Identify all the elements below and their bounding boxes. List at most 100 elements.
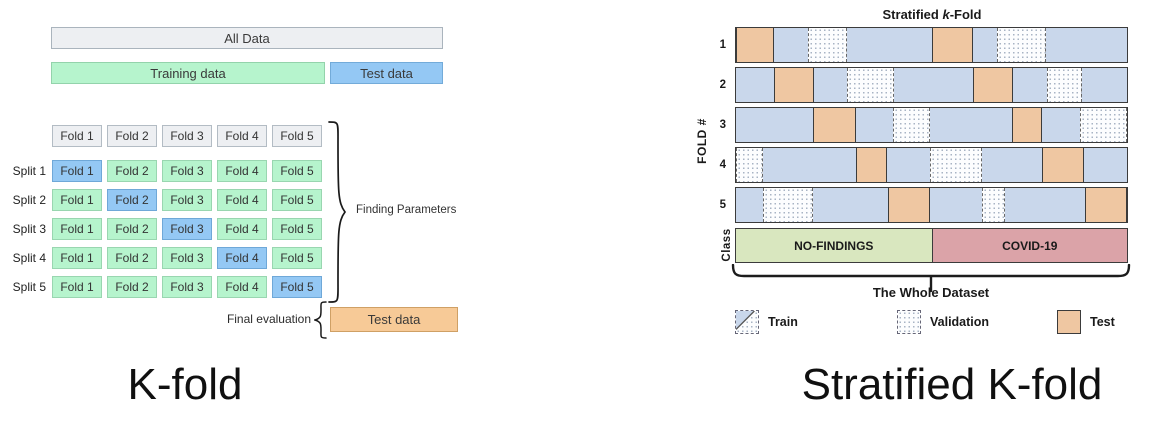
validation-segment: [996, 28, 1047, 62]
fold-box-gray: Fold 2: [107, 125, 157, 147]
train-segment: [1046, 28, 1127, 62]
fold-box-green: Fold 1: [52, 247, 102, 269]
fold-box-green: Fold 1: [52, 218, 102, 240]
fold-box-blue: Fold 5: [272, 276, 322, 298]
test-segment: [736, 28, 774, 62]
fold-box-blue: Fold 1: [52, 160, 102, 182]
test-data-bar: Test data: [330, 62, 443, 84]
fold-box-gray: Fold 1: [52, 125, 102, 147]
train-segment: [736, 188, 763, 222]
training-data-bar: Training data: [51, 62, 325, 84]
fold-box-green: Fold 5: [272, 247, 322, 269]
validation-segment: [736, 148, 763, 182]
fold-box-blue: Fold 3: [162, 218, 212, 240]
train-segment: [812, 188, 889, 222]
train-segment: [1083, 148, 1127, 182]
fold-number-label: 3: [719, 119, 726, 131]
stratified-fold-bar: [735, 107, 1128, 143]
fold-box-green: Fold 3: [162, 160, 212, 182]
train-segment: [929, 188, 982, 222]
train-segment: [981, 148, 1043, 182]
final-test-data-box: Test data: [330, 307, 458, 332]
fold-box-green: Fold 5: [272, 160, 322, 182]
fold-box-blue: Fold 2: [107, 189, 157, 211]
train-segment: [1081, 68, 1127, 102]
class-segment: NO-FINDINGS: [736, 229, 932, 262]
whole-dataset-label: The Whole Dataset: [872, 285, 990, 300]
final-evaluation-brace: [314, 301, 327, 339]
fold-box-green: Fold 3: [162, 189, 212, 211]
fold-box-green: Fold 4: [217, 218, 267, 240]
fold-number-label: 5: [719, 199, 726, 211]
validation-segment: [1080, 108, 1127, 142]
finding-parameters-label: Finding Parameters: [356, 204, 457, 216]
test-swatch-icon: [1057, 310, 1081, 334]
stratified-title-suffix: -Fold: [949, 7, 982, 22]
stratified-caption: Stratified K-fold: [801, 360, 1103, 409]
test-segment: [1042, 148, 1084, 182]
fold-box-gray: Fold 4: [217, 125, 267, 147]
stratified-title-k: k: [942, 7, 950, 22]
final-evaluation-label: Final evaluation: [226, 312, 311, 326]
fold-box-green: Fold 4: [217, 276, 267, 298]
validation-segment: [929, 148, 982, 182]
fold-box-green: Fold 2: [107, 276, 157, 298]
training-data-label: Training data: [150, 65, 226, 81]
stratified-fold-bar: [735, 27, 1128, 63]
fold-box-green: Fold 3: [162, 276, 212, 298]
validation-segment: [1047, 68, 1082, 102]
class-axis-label: Class: [721, 228, 733, 262]
fold-box-green: Fold 1: [52, 276, 102, 298]
final-test-data-label: Test data: [367, 312, 421, 327]
test-segment: [931, 28, 973, 62]
class-segment: COVID-19: [931, 229, 1127, 262]
test-segment: [813, 108, 857, 142]
all-data-label: All Data: [224, 30, 270, 46]
train-segment: [1041, 108, 1081, 142]
validation-segment: [846, 68, 894, 102]
train-segment: [847, 28, 932, 62]
legend-label: Train: [768, 315, 798, 329]
validation-segment: [762, 188, 813, 222]
fold-box-green: Fold 5: [272, 189, 322, 211]
train-segment: [736, 108, 814, 142]
train-segment: [1013, 68, 1048, 102]
train-segment: [736, 68, 774, 102]
validation-segment: [892, 108, 930, 142]
train-swatch-icon: [735, 310, 759, 334]
test-segment: [888, 188, 930, 222]
test-data-label: Test data: [360, 65, 413, 81]
legend-label: Test: [1090, 315, 1115, 329]
train-segment: [887, 148, 930, 182]
kfold-caption: K-fold: [127, 360, 243, 409]
validation-swatch-icon: [897, 310, 921, 334]
test-segment: [855, 148, 888, 182]
test-segment: [973, 68, 1014, 102]
fold-box-green: Fold 1: [52, 189, 102, 211]
fold-box-green: Fold 2: [107, 247, 157, 269]
test-segment: [1085, 188, 1127, 222]
validation-segment: [981, 188, 1005, 222]
train-segment: [1004, 188, 1086, 222]
train-segment: [762, 148, 856, 182]
split-label: Split 3: [12, 222, 46, 236]
train-segment: [893, 68, 974, 102]
all-data-bar: All Data: [51, 27, 443, 49]
split-label: Split 2: [12, 193, 46, 207]
test-segment: [1012, 108, 1042, 142]
whole-dataset-bracket: [731, 264, 1131, 293]
fold-number-label: 4: [719, 159, 726, 171]
stratified-fold-bar: [735, 187, 1128, 223]
train-segment: [972, 28, 997, 62]
fold-box-gray: Fold 5: [272, 125, 322, 147]
fold-number-label: 2: [719, 79, 726, 91]
fold-box-green: Fold 2: [107, 160, 157, 182]
